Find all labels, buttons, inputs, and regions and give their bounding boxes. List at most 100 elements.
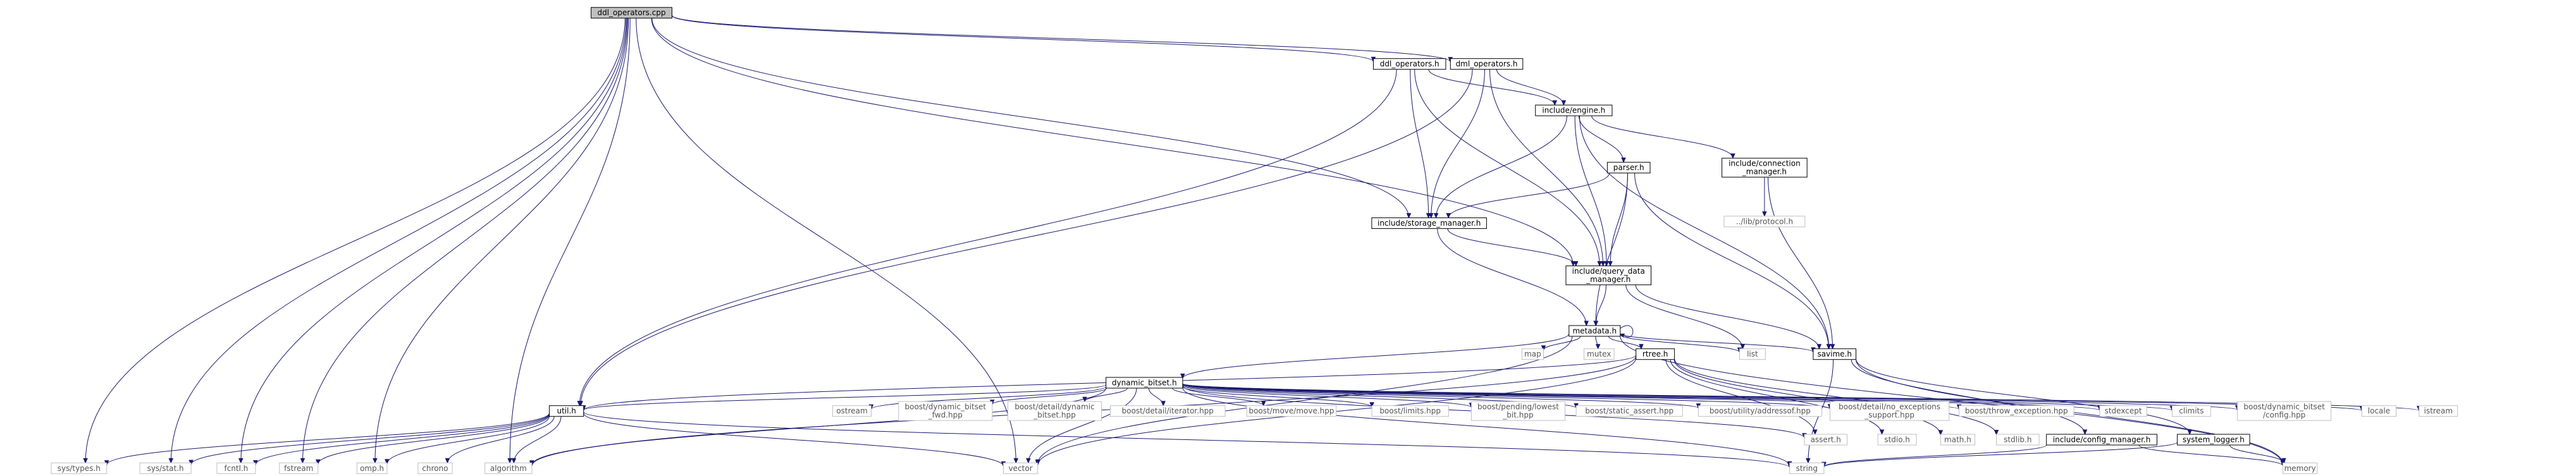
edge-metadata_h-to-dynbitset_h: [1180, 333, 1570, 379]
node-box: [1372, 58, 1446, 70]
node-map: map: [1521, 348, 1544, 360]
node-label: list: [1747, 350, 1758, 358]
node-label: parser.h: [1613, 163, 1644, 172]
node-box: [1450, 58, 1524, 70]
node-label: stdlib.h: [2004, 435, 2031, 444]
arrowhead: [385, 459, 390, 465]
node-stdio_h: stdio.h: [1877, 434, 1917, 446]
node-label: _bit.hpp: [1502, 411, 1533, 420]
arrowhead: [1595, 344, 1601, 350]
node-b_addr: boost/utility/addressof.hpp: [1698, 405, 1822, 417]
node-util_h[interactable]: util.h: [549, 405, 584, 417]
arrowhead: [1584, 320, 1589, 327]
arrowhead: [1762, 211, 1767, 217]
arrowhead: [2082, 429, 2088, 436]
node-sys_types: sys/types.h: [51, 462, 108, 474]
node-rtree_h[interactable]: rtree.h: [1636, 348, 1675, 360]
arrowhead: [83, 458, 88, 464]
edge-dynbitset_h-to-b_move: [1172, 388, 1266, 406]
node-engine_h[interactable]: include/engine.h: [1535, 104, 1613, 116]
node-label: memory: [2284, 464, 2316, 473]
node-metadata_h[interactable]: metadata.h: [1568, 325, 1621, 337]
arrowhead: [1161, 401, 1166, 406]
node-label: vector: [1009, 464, 1033, 473]
node-box: [591, 7, 672, 19]
edge-ddl_cpp-to-ddl_h: [671, 15, 1376, 63]
node-label: rtree.h: [1642, 350, 1668, 358]
node-label: boost/utility/addressof.hpp: [1710, 406, 1811, 415]
arrowhead: [1608, 261, 1613, 267]
edge-conn_h-to-protocol_h: [1762, 177, 1767, 217]
edge-util_h-to-fstream: [315, 414, 550, 465]
edge-conn_h-to-savime_h: [1768, 177, 1835, 350]
node-label: boost/limits.hpp: [1379, 406, 1441, 415]
arrowhead: [1597, 261, 1602, 267]
node-label: boost/detail/no_exceptions: [1839, 403, 1940, 412]
node-box: [1246, 405, 1337, 417]
node-label: boost/static_assert.hpp: [1585, 406, 1673, 415]
node-label: math.h: [1944, 435, 1971, 444]
node-cfg_h[interactable]: include/config_manager.h: [2046, 434, 2158, 446]
edge-metadata_h-to-mutex: [1595, 336, 1601, 350]
arrowhead: [1639, 344, 1644, 350]
node-label: istream: [2424, 406, 2453, 415]
edge-qdm_h-to-savime_h: [1635, 284, 1822, 350]
node-box: [1371, 217, 1487, 229]
node-box: [1813, 348, 1857, 360]
node-parser_h[interactable]: parser.h: [1606, 162, 1651, 174]
arrowhead: [1593, 320, 1599, 327]
node-ddl_h[interactable]: ddl_operators.h: [1372, 58, 1446, 70]
node-box: [898, 401, 993, 421]
node-label: dynamic_bitset.h: [1112, 378, 1177, 387]
edge-dynbitset_h-to-b_limits: [1182, 386, 1374, 408]
edge-storage_h-to-qdm_h: [1447, 228, 1579, 267]
node-box: [51, 462, 108, 474]
arrowhead: [1446, 213, 1451, 219]
node-conn_h[interactable]: include/connection_manager.h: [1722, 157, 1808, 178]
arrowhead: [168, 458, 174, 464]
node-box: [1371, 405, 1449, 417]
node-label: include/config_manager.h: [2053, 435, 2151, 444]
edge-metadata_h-to-rtree_h: [1608, 336, 1644, 350]
node-label: system_logger.h: [2183, 435, 2245, 444]
node-label: util.h: [557, 406, 576, 415]
arrowhead: [315, 459, 321, 465]
node-savime_h[interactable]: savime.h: [1813, 348, 1857, 360]
edge-metadata_h-to-metadata_h: [1619, 325, 1634, 338]
node-box: [1470, 401, 1565, 421]
node-label: mutex: [1587, 350, 1611, 358]
edge-logger_h-to-memory: [2229, 444, 2286, 464]
node-dynbitset_h[interactable]: dynamic_bitset.h: [1106, 377, 1183, 389]
node-omp_h: omp.h: [356, 462, 388, 474]
node-box: [1877, 434, 1917, 446]
edge-util_h-to-chrono: [445, 416, 555, 464]
arrowhead: [507, 458, 512, 464]
node-box: [1996, 434, 2040, 446]
node-logger_h[interactable]: system_logger.h: [2177, 434, 2250, 446]
node-b_limits: boost/limits.hpp: [1371, 405, 1449, 417]
edge-parser_h-to-savime_h: [1634, 173, 1832, 350]
edge-ddl_cpp-to-storage_h: [651, 18, 1412, 219]
node-label: include/query_data: [1572, 267, 1645, 276]
node-box: [1003, 462, 1038, 474]
node-label: stdexcept: [2105, 406, 2142, 415]
node-label: fcntl.h: [225, 464, 249, 473]
node-label: boost/detail/dynamic: [1014, 403, 1094, 412]
node-b_detail_db: boost/detail/dynamic_bitset.hpp: [1008, 401, 1102, 421]
node-box: [1698, 405, 1822, 417]
arrowhead: [1552, 100, 1558, 106]
node-storage_h[interactable]: include/storage_manager.h: [1371, 217, 1487, 229]
node-ddl_cpp[interactable]: ddl_operators.cpp: [591, 7, 672, 19]
edge-engine_h-to-storage_h: [1433, 116, 1567, 219]
node-dml_h[interactable]: dml_operators.h: [1450, 58, 1524, 70]
node-qdm_h[interactable]: include/query_data_manager.h: [1565, 265, 1652, 286]
edge-ddl_h-to-util_h: [577, 69, 1397, 406]
arrowhead: [300, 458, 305, 464]
arrowhead: [1026, 458, 1031, 464]
node-box: [1959, 405, 2074, 417]
node-label: boost/dynamic_bitset: [904, 403, 986, 412]
node-label: include/engine.h: [1542, 106, 1605, 115]
node-b_move: boost/move/move.hpp: [1246, 405, 1337, 417]
node-label: stdio.h: [1884, 435, 1909, 444]
arrowhead: [1879, 429, 1885, 436]
